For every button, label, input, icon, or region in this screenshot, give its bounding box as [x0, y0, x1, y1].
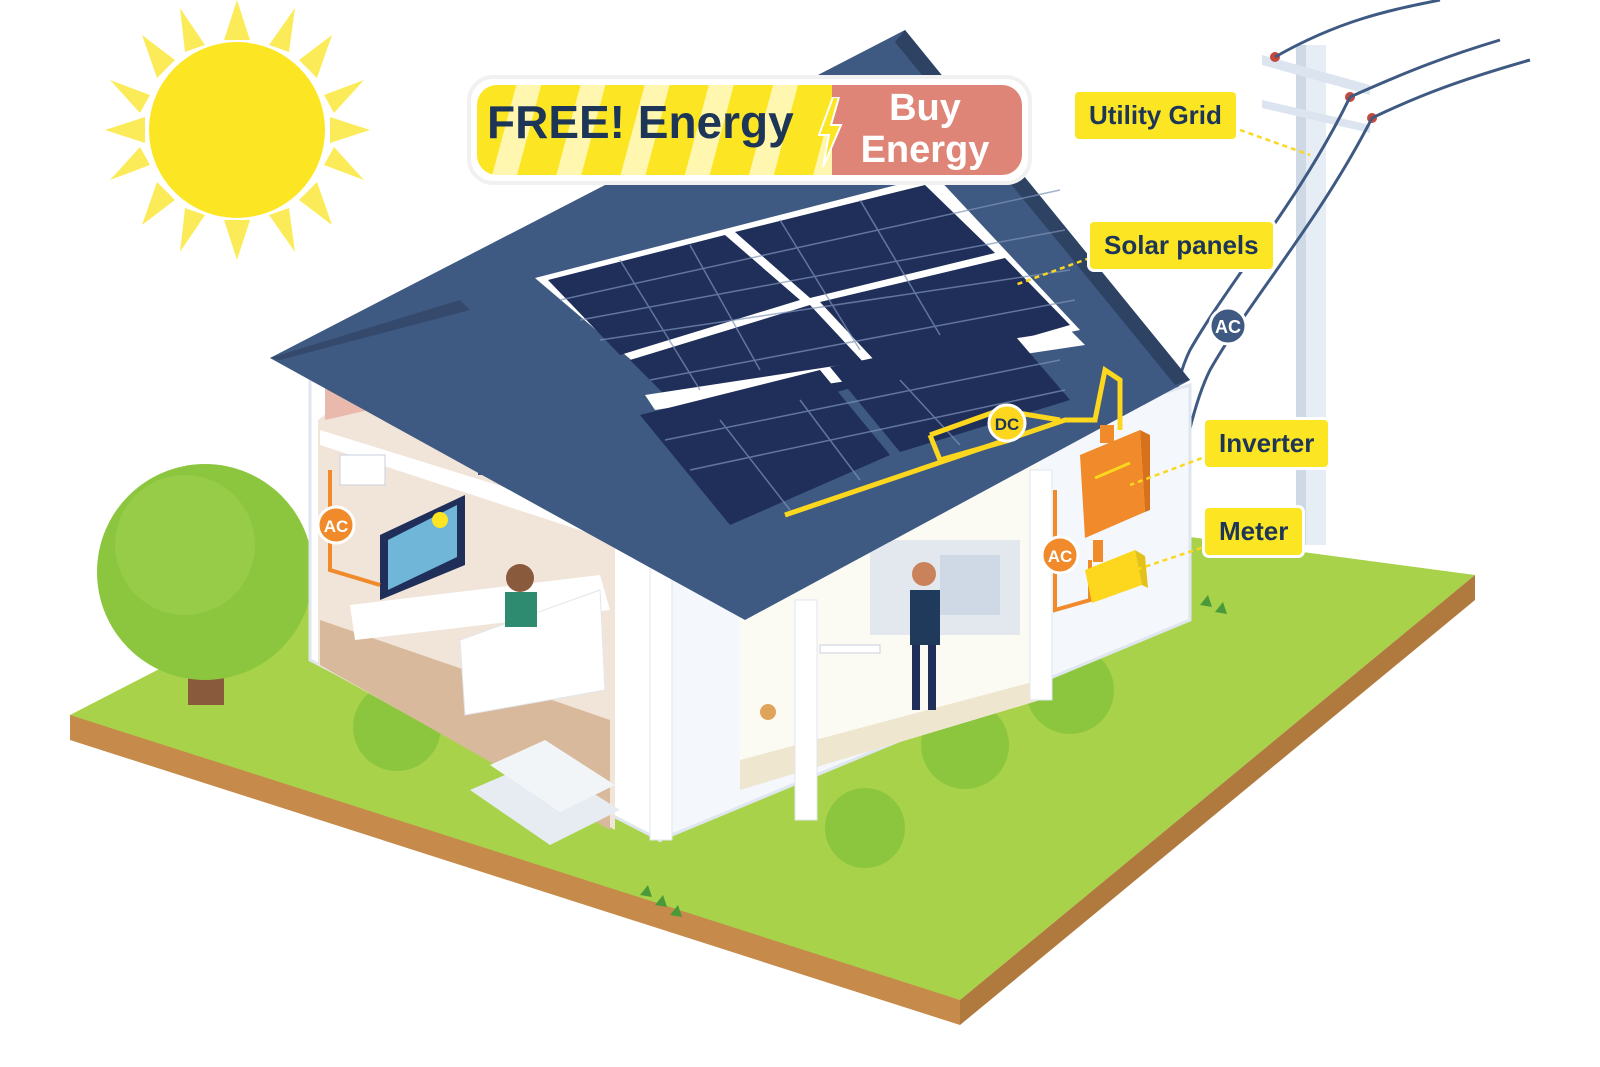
tree-large [97, 464, 313, 705]
solar-panel-array [535, 175, 1085, 525]
sun-icon [105, 0, 370, 260]
ac-indoor-badge: AC [316, 505, 356, 545]
ac-indoor-badge-label: AC [324, 517, 349, 536]
buy-energy-section [832, 85, 1022, 175]
buy-energy-label-line2: Energy [860, 129, 990, 171]
buy-energy-label: Buy Energy [845, 87, 1005, 171]
ac-grid-badge-label: AC [1215, 317, 1241, 337]
free-energy-label: FREE! Energy [487, 96, 794, 148]
callout-leaders [1014, 128, 1311, 572]
ac-grid-badge: AC [1208, 306, 1248, 346]
dc-badge: DC [987, 403, 1027, 443]
free-energy-section [477, 85, 832, 175]
ac-meter-badge-label: AC [1048, 547, 1073, 566]
dc-badge-label: DC [995, 415, 1020, 434]
lightning-bolt-icon [817, 97, 843, 167]
inverter-label: Inverter [1205, 420, 1329, 467]
meter-label: Meter [1205, 508, 1303, 555]
utility-pole [1262, 45, 1377, 545]
energy-banner: FREE! Energy Buy Energy [467, 75, 1032, 185]
grass-tufts [640, 595, 1227, 917]
buy-energy-label-line1: Buy [889, 87, 961, 129]
inverter-box [1080, 425, 1150, 538]
ac-meter-badge: AC [1040, 535, 1080, 575]
solar-panels-label: Solar panels [1090, 222, 1273, 269]
utility-grid-label: Utility Grid [1075, 92, 1236, 139]
